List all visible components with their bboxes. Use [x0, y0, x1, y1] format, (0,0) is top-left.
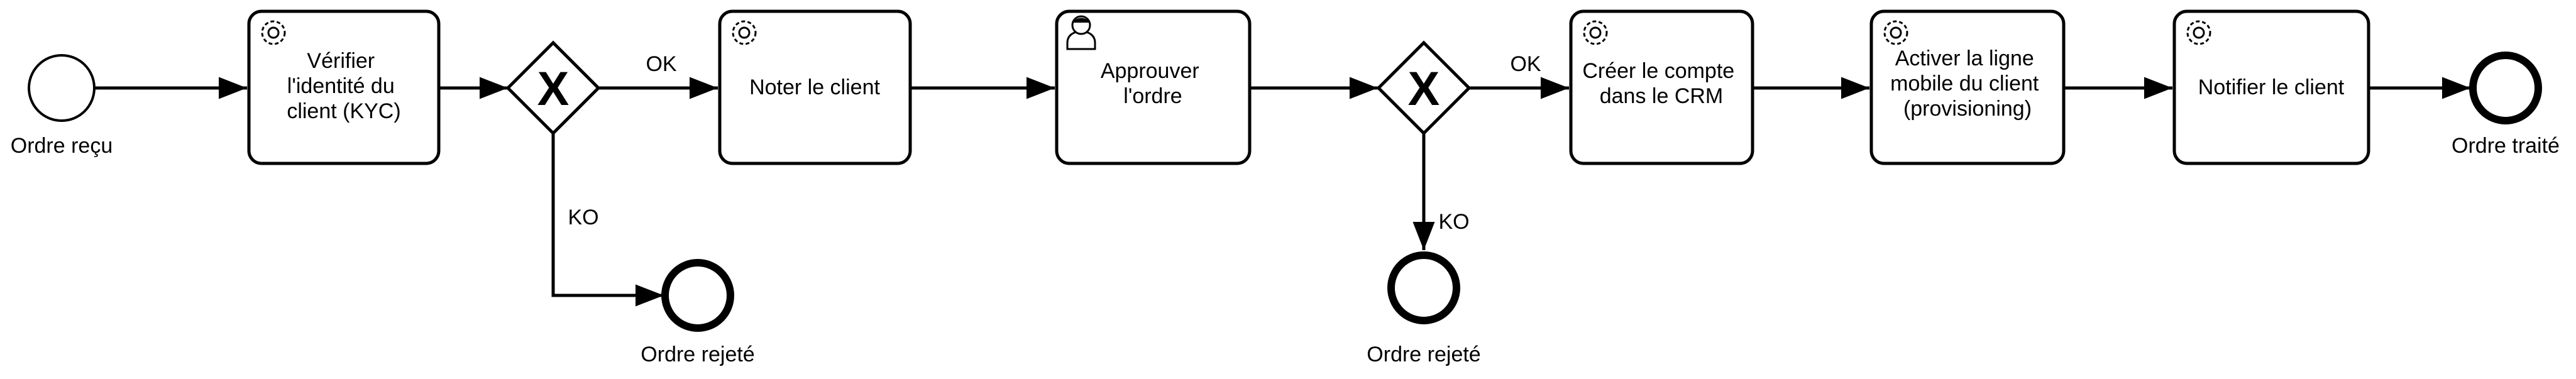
gear-icon	[261, 20, 286, 45]
task-create-crm-account-line-1: Créer le compte	[1582, 59, 1734, 83]
gateway-kyc-marker: X	[537, 62, 570, 116]
task-verify-identity-line-1: Vérifier	[307, 49, 375, 73]
svg-text:Activer la ligne mobile: Activer la ligne mobile du client (provi…	[1890, 47, 2045, 121]
svg-text:Approuver l'ordre: Approuver l'ordre	[1101, 59, 1205, 108]
gateway-approval-ko-label: KO	[1438, 210, 1469, 234]
end-event-rejected-1[interactable]	[661, 259, 734, 332]
gateway-approval-marker: X	[1408, 62, 1440, 116]
task-verify-identity-line-3: client (KYC)	[287, 99, 400, 123]
task-activate-line[interactable]: Activer la ligne mobile du client (provi…	[1869, 9, 2066, 165]
task-approve-order-line-2: l'ordre	[1123, 84, 1182, 108]
gateway-kyc-ko-label: KO	[568, 206, 598, 229]
gateway-kyc-ok-label: OK	[646, 52, 676, 76]
end-event-processed-label: Ordre traité	[2452, 134, 2560, 158]
sequence-flows	[94, 77, 2470, 307]
task-rate-client[interactable]: Noter le client	[718, 9, 912, 165]
end-event-rejected-1-label: Ordre rejeté	[641, 343, 754, 366]
task-create-crm-account-line-2: dans le CRM	[1600, 84, 1724, 108]
exclusive-gateway-approval[interactable]: X	[1376, 40, 1472, 136]
end-event-rejected-2-label: Ordre rejeté	[1367, 343, 1480, 366]
svg-text:Notifier le client: Notifier le client	[2198, 75, 2345, 99]
task-activate-line-line-2: mobile du client	[1890, 72, 2039, 96]
task-notify-client-line-1: Notifier le client	[2198, 75, 2345, 99]
task-approve-order[interactable]: Approuver l'ordre	[1055, 9, 1252, 165]
exclusive-gateway-kyc[interactable]: X	[505, 40, 601, 136]
gear-icon	[1883, 20, 1908, 45]
svg-text:Créer le compte dans le: Créer le compte dans le CRM	[1582, 59, 1740, 108]
task-approve-order-line-1: Approuver	[1101, 59, 1199, 83]
gear-icon	[732, 20, 757, 45]
end-event-processed[interactable]	[2469, 52, 2542, 124]
gateway-approval-ok-label: OK	[1510, 52, 1541, 76]
task-verify-identity[interactable]: Vérifier l'identité du client (KYC)	[247, 9, 441, 165]
gear-icon	[2186, 20, 2211, 45]
svg-text:Vérifier l'identité du: Vérifier l'identité du client (KYC)	[287, 49, 400, 123]
user-icon	[1066, 15, 1096, 50]
task-activate-line-line-1: Activer la ligne	[1895, 47, 2034, 70]
gear-icon	[1583, 20, 1608, 45]
end-event-rejected-2[interactable]	[1387, 251, 1460, 324]
start-event-label: Ordre reçu	[11, 134, 113, 158]
task-verify-identity-line-2: l'identité du	[287, 74, 395, 98]
flow-gateway1-ko[interactable]	[551, 134, 664, 307]
task-notify-client[interactable]: Notifier le client	[2172, 9, 2370, 165]
start-event[interactable]	[28, 54, 96, 122]
task-create-crm-account[interactable]: Créer le compte dans le CRM	[1569, 9, 1754, 165]
task-rate-client-line-1: Noter le client	[749, 75, 880, 99]
svg-text:Noter le client: Noter le client	[749, 75, 880, 99]
task-activate-line-line-3: (provisioning)	[1903, 97, 2032, 121]
